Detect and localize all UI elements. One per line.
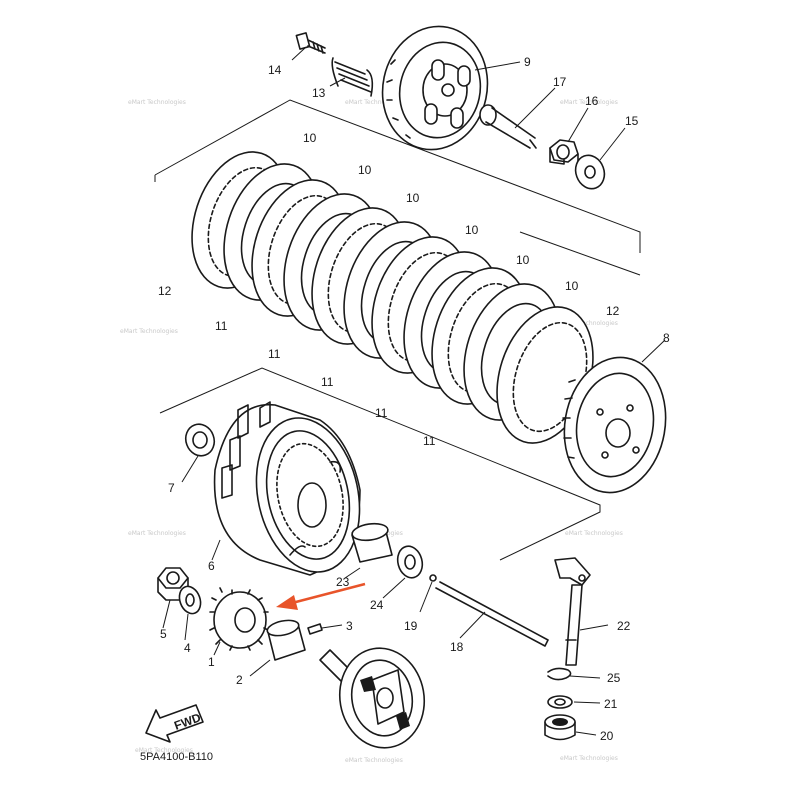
washer-15: [574, 127, 626, 190]
primary-drive-assembly: [319, 647, 426, 749]
label-15: 15: [625, 114, 639, 128]
label-11: 11: [268, 347, 281, 361]
label-11: 11: [321, 375, 334, 389]
watermark: eMart Technologies: [120, 328, 178, 335]
label-12: 12: [606, 304, 620, 318]
label-4: 4: [184, 641, 191, 655]
ball-19: [419, 574, 437, 613]
label-11: 11: [375, 406, 388, 420]
label-19: 19: [404, 619, 418, 633]
label-10: 10: [406, 191, 420, 205]
label-24: 24: [370, 598, 384, 612]
label-9: 9: [524, 55, 531, 69]
watermark: eMart Technologies: [560, 320, 618, 327]
highlight-arrow-icon: [276, 582, 366, 610]
label-3: 3: [346, 619, 353, 633]
watermark: eMart Technologies: [345, 757, 403, 764]
watermark: eMart Technologies: [128, 99, 186, 106]
label-14: 14: [268, 63, 282, 77]
watermark: eMart Technologies: [565, 530, 623, 537]
clutch-housing-6: [211, 401, 361, 576]
housing-box-outline: [159, 367, 601, 561]
label-13: 13: [312, 86, 326, 100]
watermark: eMart Technologies: [345, 99, 403, 106]
spring-13: [329, 57, 374, 97]
diagram-code: 5PA4100-B110: [140, 751, 213, 763]
watermark: eMart Technologies: [128, 530, 186, 537]
watermark: eMart Technologies: [135, 747, 193, 754]
label-6: 6: [208, 559, 215, 573]
circlip-25: [547, 667, 601, 681]
pressure-plate-9: [381, 25, 521, 151]
bolt-14: [291, 32, 326, 61]
label-2: 2: [236, 673, 243, 687]
label-10: 10: [358, 163, 372, 177]
clutch-boss-8: [562, 339, 667, 494]
label-23: 23: [336, 575, 350, 589]
label-16: 16: [585, 94, 599, 108]
label-20: 20: [600, 729, 614, 743]
label-10: 10: [465, 223, 479, 237]
clutch-plates-stack: [191, 151, 594, 444]
watermark: eMart Technologies: [560, 755, 618, 762]
label-10: 10: [565, 279, 579, 293]
label-17: 17: [553, 75, 567, 89]
label-25: 25: [607, 671, 621, 685]
label-11: 11: [215, 319, 228, 333]
washer-24: [382, 545, 424, 599]
thrust-washer-7: [181, 423, 216, 483]
label-5: 5: [160, 627, 167, 641]
push-rod-17: [479, 87, 556, 149]
plates-box-outline: [154, 99, 641, 276]
push-lever-shaft-22: [554, 557, 609, 666]
part-labels: 14 13 9 17 16 15 10 10 10 10 10 10 12 12…: [158, 55, 670, 743]
washer-21: [547, 695, 601, 709]
label-7: 7: [168, 481, 175, 495]
nut-16: [549, 107, 589, 165]
label-11: 11: [423, 434, 436, 448]
fwd-arrow-icon: FWD: [145, 704, 204, 743]
oil-seal-20: [544, 714, 597, 741]
label-10: 10: [516, 253, 530, 267]
primary-gear-1: [209, 587, 269, 656]
key-3: [307, 623, 343, 635]
label-18: 18: [450, 640, 464, 654]
watermark: eMart Technologies: [560, 99, 618, 106]
label-22: 22: [617, 619, 631, 633]
label-21: 21: [604, 697, 618, 711]
collar-2: [249, 619, 306, 677]
collar-23: [344, 522, 393, 579]
label-10: 10: [303, 131, 317, 145]
lock-washer-4: [178, 585, 202, 641]
label-1: 1: [208, 655, 215, 669]
label-12: 12: [158, 284, 172, 298]
push-rod-18: [435, 581, 549, 647]
label-8: 8: [663, 331, 670, 345]
